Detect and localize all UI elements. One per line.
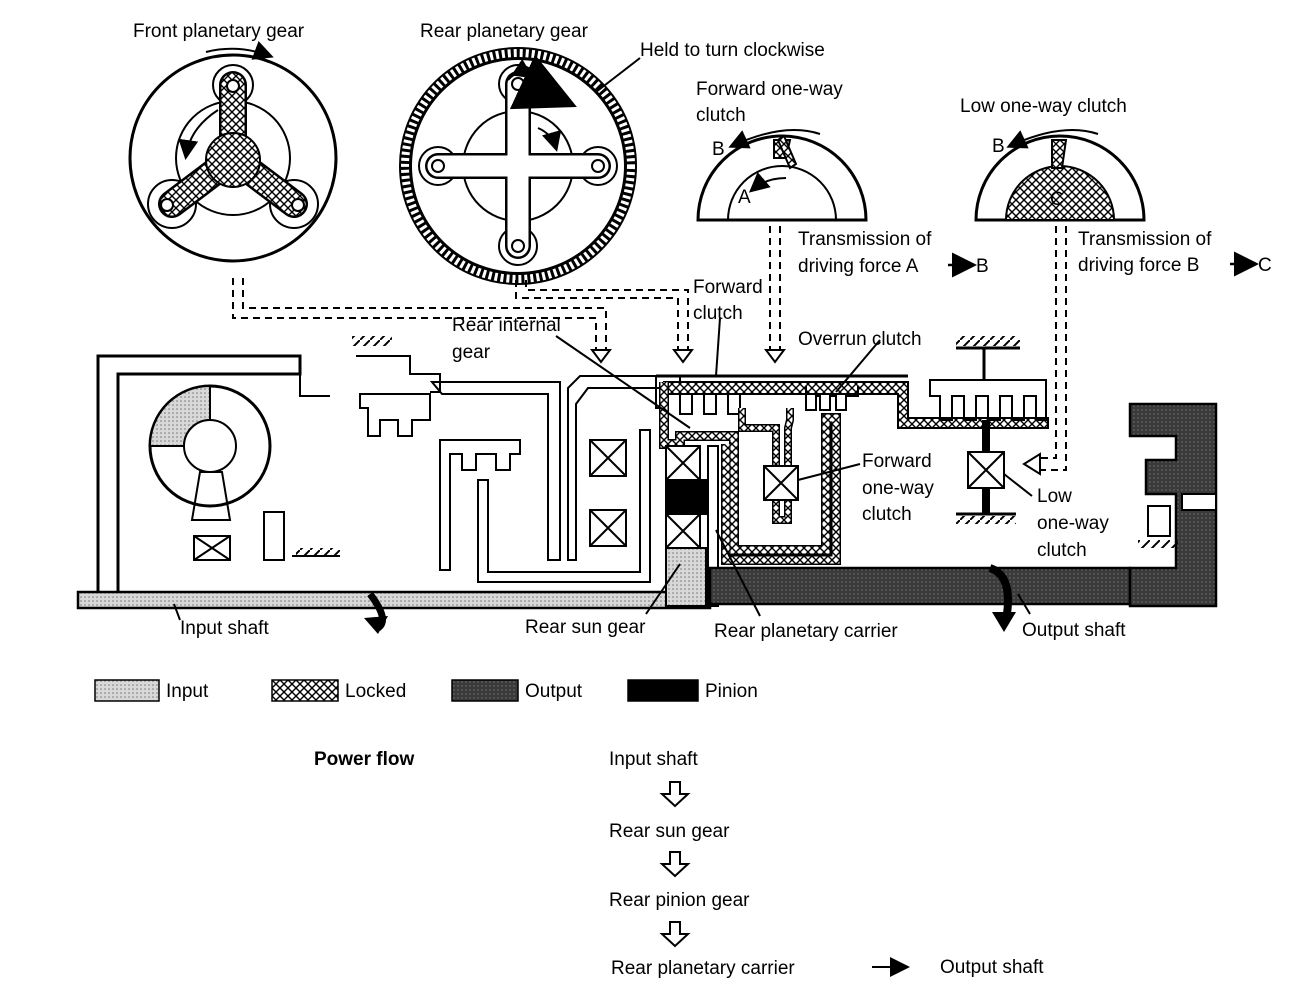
low-one-way-clutch-figure (974, 129, 1146, 222)
power-flow-final: Output shaft (940, 957, 1044, 978)
rear-internal-gear-label-1: Rear internal (452, 315, 561, 336)
transmission-a-label-3: B (976, 256, 989, 277)
transmission-cross-section (76, 317, 1218, 634)
front-planetary-gear-label: Front planetary gear (133, 21, 305, 42)
rear-sun-gear-label: Rear sun gear (525, 617, 646, 638)
rear-planetary-gear-figure (399, 47, 641, 285)
output-shaft-label: Output shaft (1022, 620, 1126, 641)
legend-label-output: Output (525, 681, 583, 702)
legend-label-input: Input (166, 681, 209, 702)
forward-one-way-clutch-label-1: Forward one-way (696, 79, 843, 100)
legend-swatch-pinion (627, 679, 699, 702)
letter-b-low: B (992, 136, 1005, 157)
low-owc-label-3: clutch (1037, 540, 1087, 561)
transmission-b-label-3: C (1258, 255, 1272, 276)
forward-clutch-label-2: clutch (693, 303, 743, 324)
forward-owc-label-3: clutch (862, 504, 912, 525)
rear-planetary-carrier-label: Rear planetary carrier (714, 621, 898, 642)
letter-b-forward: B (712, 139, 725, 160)
overrun-clutch-label: Overrun clutch (798, 329, 922, 350)
letter-c-low: C (1050, 189, 1064, 210)
letter-a-forward: A (738, 187, 751, 208)
forward-one-way-clutch-figure (696, 129, 868, 222)
power-flow-title: Power flow (314, 749, 415, 770)
power-flow: Power flow Input shaft Rear sun gear Rea… (314, 749, 1044, 979)
transmission-a-label-2: driving force A (798, 256, 919, 277)
input-shaft-label: Input shaft (180, 618, 269, 639)
low-owc-label-2: one-way (1037, 513, 1109, 534)
forward-clutch-label-1: Forward (693, 277, 763, 298)
down-arrow-icon (659, 921, 691, 948)
low-one-way-clutch-label: Low one-way clutch (960, 96, 1127, 117)
legend-swatch-output (451, 679, 519, 702)
forward-one-way-clutch-label-2: clutch (696, 105, 746, 126)
power-flow-step-4: Rear planetary carrier (611, 958, 795, 979)
transmission-a-label-1: Transmission of (798, 229, 932, 250)
power-flow-step-3: Rear pinion gear (609, 890, 750, 911)
legend: Input Locked Output Pinion (94, 679, 758, 702)
dashed-links (232, 226, 1067, 476)
down-arrow-icon (659, 851, 691, 878)
rear-internal-gear-label-2: gear (452, 342, 491, 363)
legend-label-pinion: Pinion (705, 681, 758, 702)
power-flow-step-2: Rear sun gear (609, 821, 730, 842)
rear-planetary-gear-label: Rear planetary gear (420, 21, 589, 42)
front-planetary-gear-figure (128, 41, 338, 263)
down-arrow-icon (659, 781, 691, 808)
legend-swatch-locked (271, 679, 339, 702)
legend-label-locked: Locked (345, 681, 406, 702)
legend-swatch-input (94, 679, 160, 702)
forward-owc-label-2: one-way (862, 478, 934, 499)
held-clockwise-label: Held to turn clockwise (640, 40, 825, 61)
transmission-b-label-1: Transmission of (1078, 229, 1212, 250)
low-owc-label-1: Low (1037, 486, 1072, 507)
transmission-b-label-2: driving force B (1078, 255, 1199, 276)
forward-owc-label-1: Forward (862, 451, 932, 472)
power-flow-step-1: Input shaft (609, 749, 698, 770)
